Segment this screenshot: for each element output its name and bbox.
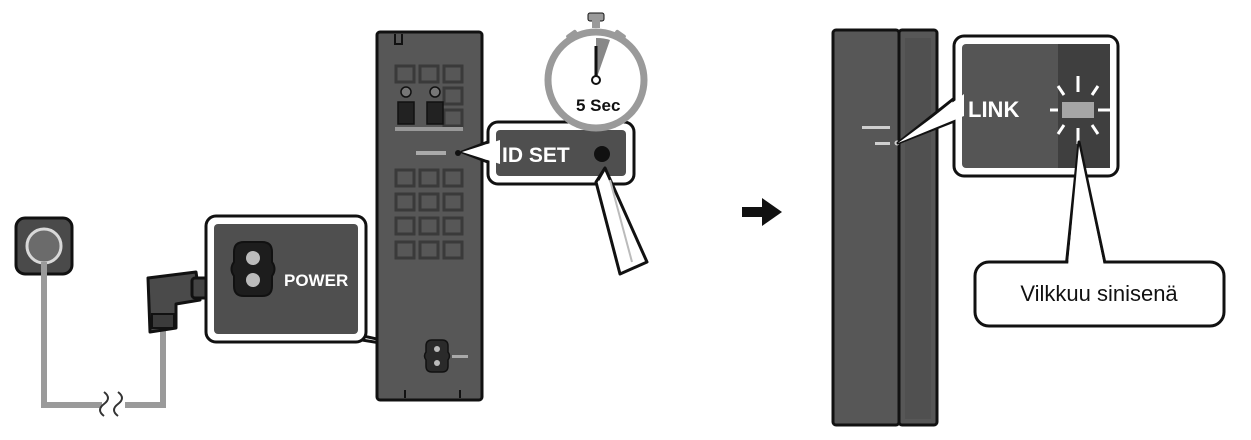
subwoofer-front	[831, 28, 939, 427]
link-inset-panel: LINK	[896, 34, 1120, 178]
power-socket-icon	[230, 241, 276, 297]
power-cord	[41, 262, 166, 417]
subwoofer-rear	[375, 30, 484, 402]
timer-label: 5 Sec	[576, 96, 620, 115]
id-set-button[interactable]	[594, 146, 610, 162]
pen-icon	[594, 166, 649, 276]
wall-outlet-icon	[14, 216, 74, 276]
vent-grid-top	[394, 64, 464, 128]
link-led	[1062, 102, 1094, 118]
id-set-callout: ID SET	[460, 120, 636, 186]
stopwatch-icon: 5 Sec	[544, 12, 648, 132]
power-label: POWER	[284, 271, 348, 290]
id-set-hole[interactable]	[455, 150, 461, 156]
input-ports-icon	[395, 86, 463, 131]
blink-callout-text: Vilkkuu sinisenä	[1020, 281, 1178, 306]
blink-callout: Vilkkuu sinisenä	[973, 140, 1226, 328]
id-set-label: ID SET	[502, 144, 570, 167]
rear-power-socket	[423, 339, 468, 373]
arrow-right-icon	[742, 198, 782, 226]
power-inset-panel: POWER	[204, 214, 438, 354]
vent-grid-middle	[394, 168, 464, 260]
link-label: LINK	[968, 97, 1019, 122]
